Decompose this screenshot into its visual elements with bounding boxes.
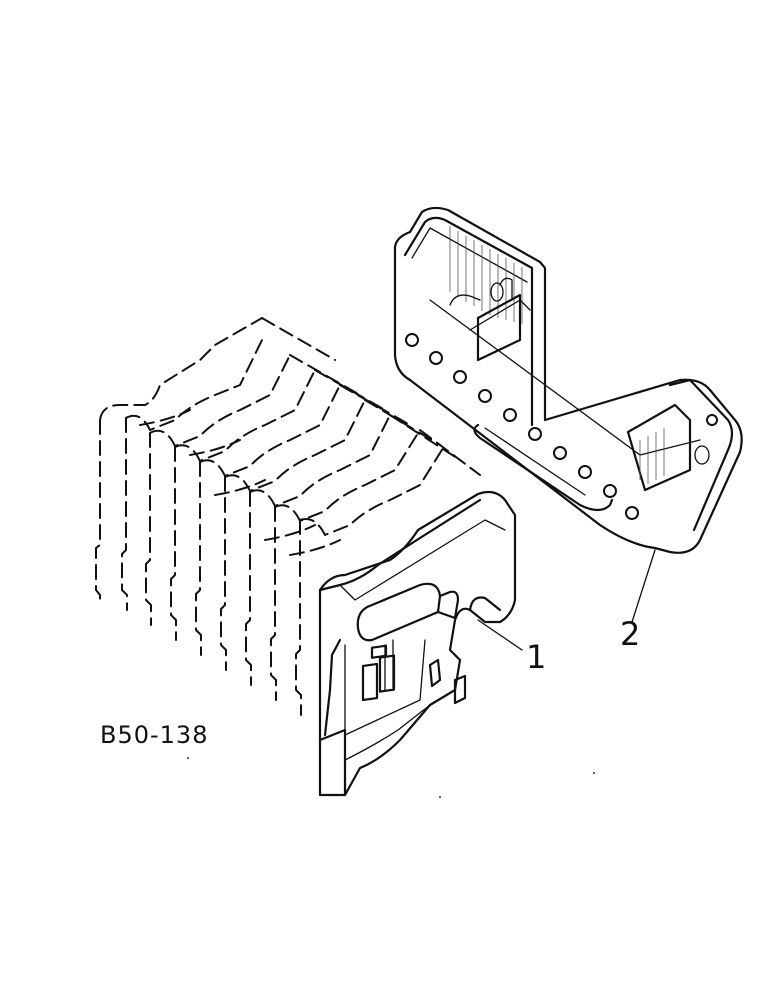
callout-2: 2 <box>620 615 640 653</box>
drawing-code: B50-138 <box>100 721 208 749</box>
weight-bracket <box>393 206 743 623</box>
ih-logo <box>361 639 396 702</box>
callout-1: 1 <box>526 638 546 676</box>
weight-stack <box>95 317 523 797</box>
